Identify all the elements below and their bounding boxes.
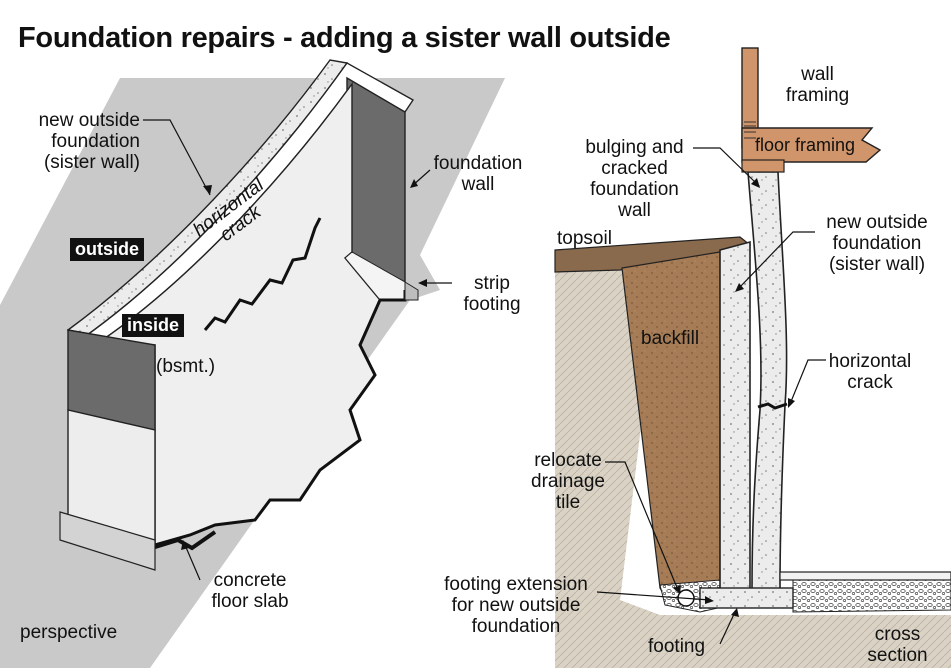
label-footing-extension: footing extension for new outside founda… (444, 574, 588, 637)
leader-drainage (605, 461, 679, 591)
label-outside: outside (70, 238, 145, 261)
label-wall-framing: wall framing (785, 64, 850, 106)
cross-section-view (554, 47, 951, 668)
leader-extension (596, 591, 711, 601)
label-inside: inside (122, 314, 185, 337)
leader-footing (719, 611, 736, 645)
leader-slab (184, 544, 201, 581)
front-footing (59, 511, 156, 571)
label-new-outside-foundation-section: new outside foundation (sister wall) (826, 212, 928, 275)
label-perspective: perspective (20, 622, 118, 643)
label-new-outside-foundation: new outside foundation (sister wall) (38, 110, 140, 173)
section-crack (757, 402, 788, 410)
label-horizontal-crack-section: horizontal crack (828, 351, 912, 393)
perspective-view (0, 59, 505, 668)
label-relocate-drainage-tile: relocate drainage tile (531, 450, 605, 513)
slab-edge (154, 290, 407, 547)
perspective-crack (203, 217, 322, 331)
label-strip-footing: strip footing (463, 273, 521, 315)
bulging-wall-section (747, 171, 788, 591)
footing-section (699, 587, 794, 609)
diagram-title: Foundation repairs - adding a sister wal… (18, 22, 671, 54)
strip-footing-right (404, 281, 419, 301)
leader-sister-section (737, 231, 815, 290)
leader-bulging (693, 147, 758, 185)
label-cross-section: cross section (867, 624, 928, 666)
leader-crack-section (789, 359, 826, 405)
label-floor-framing: floor framing (755, 135, 856, 155)
sister-wall-section (719, 240, 751, 601)
label-concrete-floor-slab: concrete floor slab (211, 570, 289, 612)
label-foundation-wall: foundation wall (433, 153, 523, 195)
label-topsoil: topsoil (557, 228, 612, 249)
back-wall-end (346, 76, 406, 284)
label-bulging-wall: bulging and cracked foundation wall (585, 137, 684, 221)
label-backfill: backfill (641, 328, 700, 349)
native-soil (555, 270, 951, 668)
sill-plate (741, 159, 785, 173)
label-footing: footing (648, 636, 706, 657)
leader-sister (143, 119, 211, 196)
floor-slab-section (779, 571, 951, 581)
label-bsmt: (bsmt.) (156, 356, 216, 377)
